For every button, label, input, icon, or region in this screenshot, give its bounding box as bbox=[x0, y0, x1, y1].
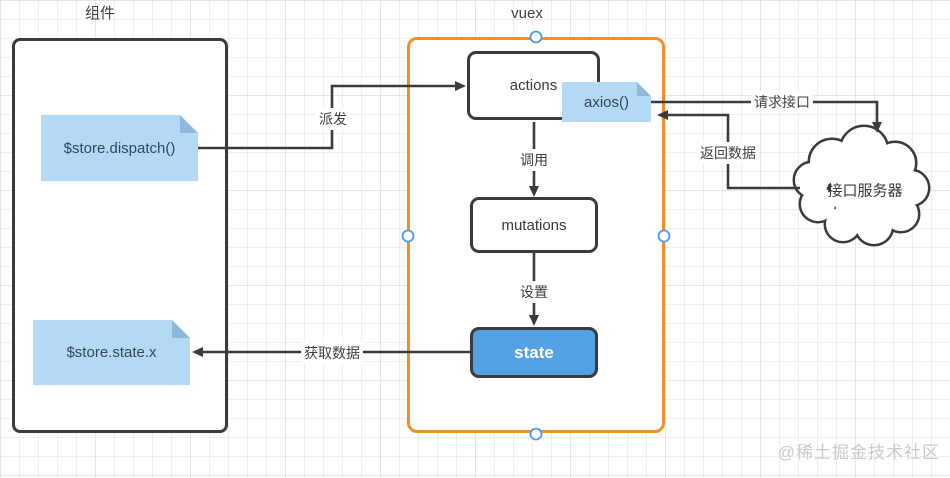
state-node-label: state bbox=[514, 342, 554, 362]
component-group-label: 组件 bbox=[84, 5, 115, 22]
mutations-node-label: mutations bbox=[501, 216, 567, 234]
actions-node-label: actions bbox=[509, 77, 558, 94]
dispatch-note: $store.dispatch() bbox=[41, 115, 198, 181]
edge-label-get-data: 获取数据 bbox=[301, 342, 363, 364]
edge-label-return-data: 返回数据 bbox=[697, 142, 759, 164]
state-node: state bbox=[470, 327, 598, 378]
handle-top bbox=[529, 30, 543, 44]
api-server-label: 接口服务器 bbox=[827, 182, 903, 200]
handle-right bbox=[657, 229, 671, 243]
arrow-request-api bbox=[651, 100, 882, 133]
state-note: $store.state.x bbox=[33, 320, 190, 385]
dispatch-note-label: $store.dispatch() bbox=[63, 139, 176, 157]
handle-bottom bbox=[529, 427, 543, 441]
handle-left bbox=[401, 229, 415, 243]
vuex-group-label: vuex bbox=[511, 5, 543, 22]
axios-note: axios() bbox=[562, 82, 651, 122]
api-server-cloud bbox=[792, 124, 931, 247]
edge-label-invoke: 调用 bbox=[517, 149, 551, 171]
axios-note-label: axios() bbox=[583, 93, 629, 111]
selection-handles bbox=[401, 30, 671, 441]
edge-label-set: 设置 bbox=[517, 281, 551, 303]
juejin-watermark: @稀土掘金技术社区 bbox=[777, 443, 940, 462]
state-note-label: $store.state.x bbox=[66, 344, 157, 361]
edge-label-request-api: 请求接口 bbox=[751, 91, 813, 113]
mutations-node: mutations bbox=[470, 197, 598, 253]
edge-label-dispatch: 派发 bbox=[316, 108, 350, 130]
